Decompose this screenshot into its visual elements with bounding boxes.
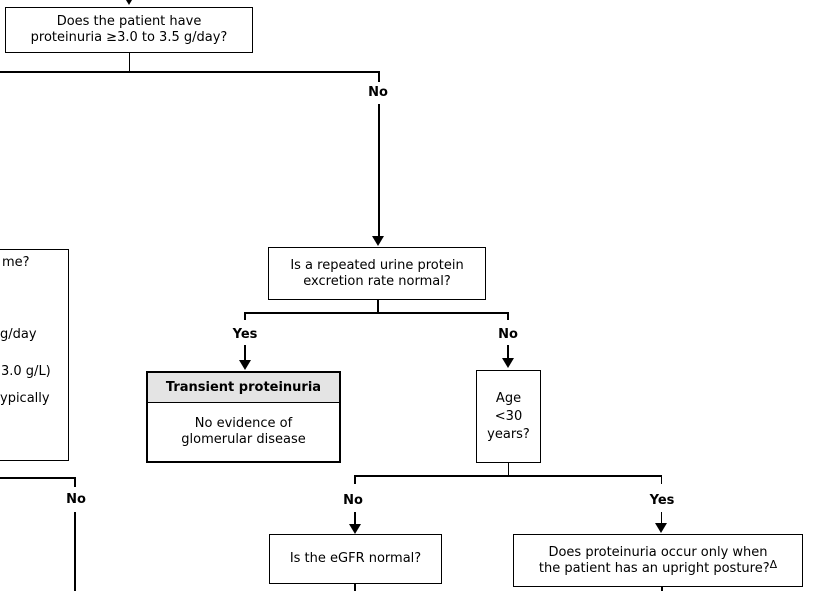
connector-line: [378, 71, 380, 82]
branch-label-no: No: [343, 493, 363, 508]
question-text-line: <30: [494, 408, 523, 424]
connector-line: [0, 477, 76, 479]
connector-line: [354, 475, 356, 484]
footnote-delta-mark: Δ: [769, 557, 778, 571]
node-orthostatic-question: Does proteinuria occur only when the pat…: [513, 534, 803, 587]
connector-line: [244, 312, 246, 320]
arrow-down-icon: [238, 360, 251, 370]
arrow-down-icon: [123, 0, 135, 5]
connector-line: [377, 299, 379, 313]
branch-label-no: No: [368, 85, 388, 100]
connector-line: [74, 477, 76, 487]
clipped-text-fragment: ypically: [0, 391, 50, 406]
question-text-line: Age: [495, 390, 522, 406]
connector-line: [128, 53, 130, 71]
connector-line: [507, 312, 509, 320]
outcome-title-text: Transient proteinuria: [165, 379, 322, 395]
node-repeat-urine-protein-question: Is a repeated urine protein excretion ra…: [268, 247, 486, 300]
branch-label-yes: Yes: [649, 493, 675, 508]
connector-line: [660, 475, 662, 484]
connector-line: [0, 71, 380, 73]
question-text-line: Is a repeated urine protein: [290, 257, 464, 273]
connector-line: [354, 475, 662, 477]
question-text-line: Does proteinuria occur only when: [548, 544, 768, 560]
outcome-text-line: No evidence of: [194, 416, 293, 431]
question-text-line: the patient has an upright posture?Δ: [538, 557, 778, 577]
node-age-question: Age <30 years?: [476, 370, 541, 463]
clipped-text-fragment: g/day: [0, 327, 37, 342]
outcome-text-line: glomerular disease: [181, 432, 306, 447]
branch-label-no: No: [498, 327, 518, 342]
clipped-text-fragment: 3.0 g/L): [1, 364, 51, 379]
question-text-line: Is the eGFR normal?: [289, 551, 422, 566]
node-proteinuria-threshold-question: Does the patient have proteinuria ≥3.0 t…: [5, 7, 253, 53]
connector-line: [244, 345, 246, 360]
branch-label-yes: Yes: [232, 327, 258, 342]
connector-line: [507, 462, 509, 476]
connector-line: [244, 312, 509, 314]
branch-label-no: No: [66, 492, 86, 507]
question-text-line: years?: [487, 426, 530, 442]
connector-line: [661, 586, 663, 591]
connector-line: [354, 583, 356, 591]
arrow-down-icon: [655, 523, 667, 533]
node-transient-proteinuria: Transient proteinuria No evidence of glo…: [146, 371, 341, 463]
connector-line: [507, 345, 509, 359]
arrow-down-icon: [372, 236, 384, 246]
question-text: the patient has an upright posture?: [538, 560, 770, 576]
outcome-title: Transient proteinuria: [148, 373, 339, 403]
connector-line: [378, 104, 380, 236]
question-text-line: proteinuria ≥3.0 to 3.5 g/day?: [30, 30, 228, 45]
node-clipped-left: [0, 249, 69, 461]
arrow-down-icon: [501, 358, 514, 368]
connector-line: [354, 512, 356, 524]
node-egfr-question: Is the eGFR normal?: [269, 534, 442, 584]
arrow-down-icon: [348, 524, 361, 534]
outcome-body: No evidence of glomerular disease: [148, 403, 339, 461]
question-text-line: Does the patient have: [56, 14, 202, 29]
clipped-text-fragment: me?: [2, 255, 30, 270]
connector-line: [74, 512, 76, 591]
connector-line: [660, 512, 662, 523]
question-text-line: excretion rate normal?: [303, 273, 451, 289]
